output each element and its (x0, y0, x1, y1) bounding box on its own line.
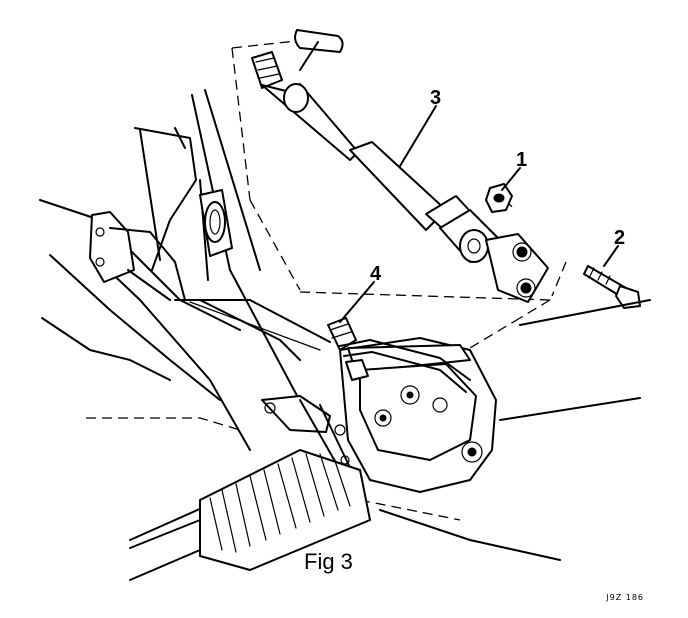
callout-label-1: 1 (516, 149, 527, 171)
vehicle-structure (39, 89, 651, 561)
rack-boot (129, 449, 371, 581)
explode-guide-lines (86, 39, 567, 521)
figure-reference-code: J9Z 186 (606, 593, 644, 602)
steering-rack (261, 317, 497, 493)
callout-label-4: 4 (370, 263, 382, 285)
intermediate-shaft (251, 29, 549, 303)
callout-1: 1 (501, 149, 527, 191)
figure-caption: Fig 3 (304, 549, 353, 574)
callout-label-3: 3 (430, 87, 441, 109)
callout-label-2: 2 (614, 227, 625, 249)
pinch-bolt (583, 265, 641, 309)
nut (485, 183, 513, 213)
callout-4: 4 (339, 263, 382, 323)
callout-2: 2 (603, 227, 625, 267)
callout-3: 3 (399, 87, 441, 167)
